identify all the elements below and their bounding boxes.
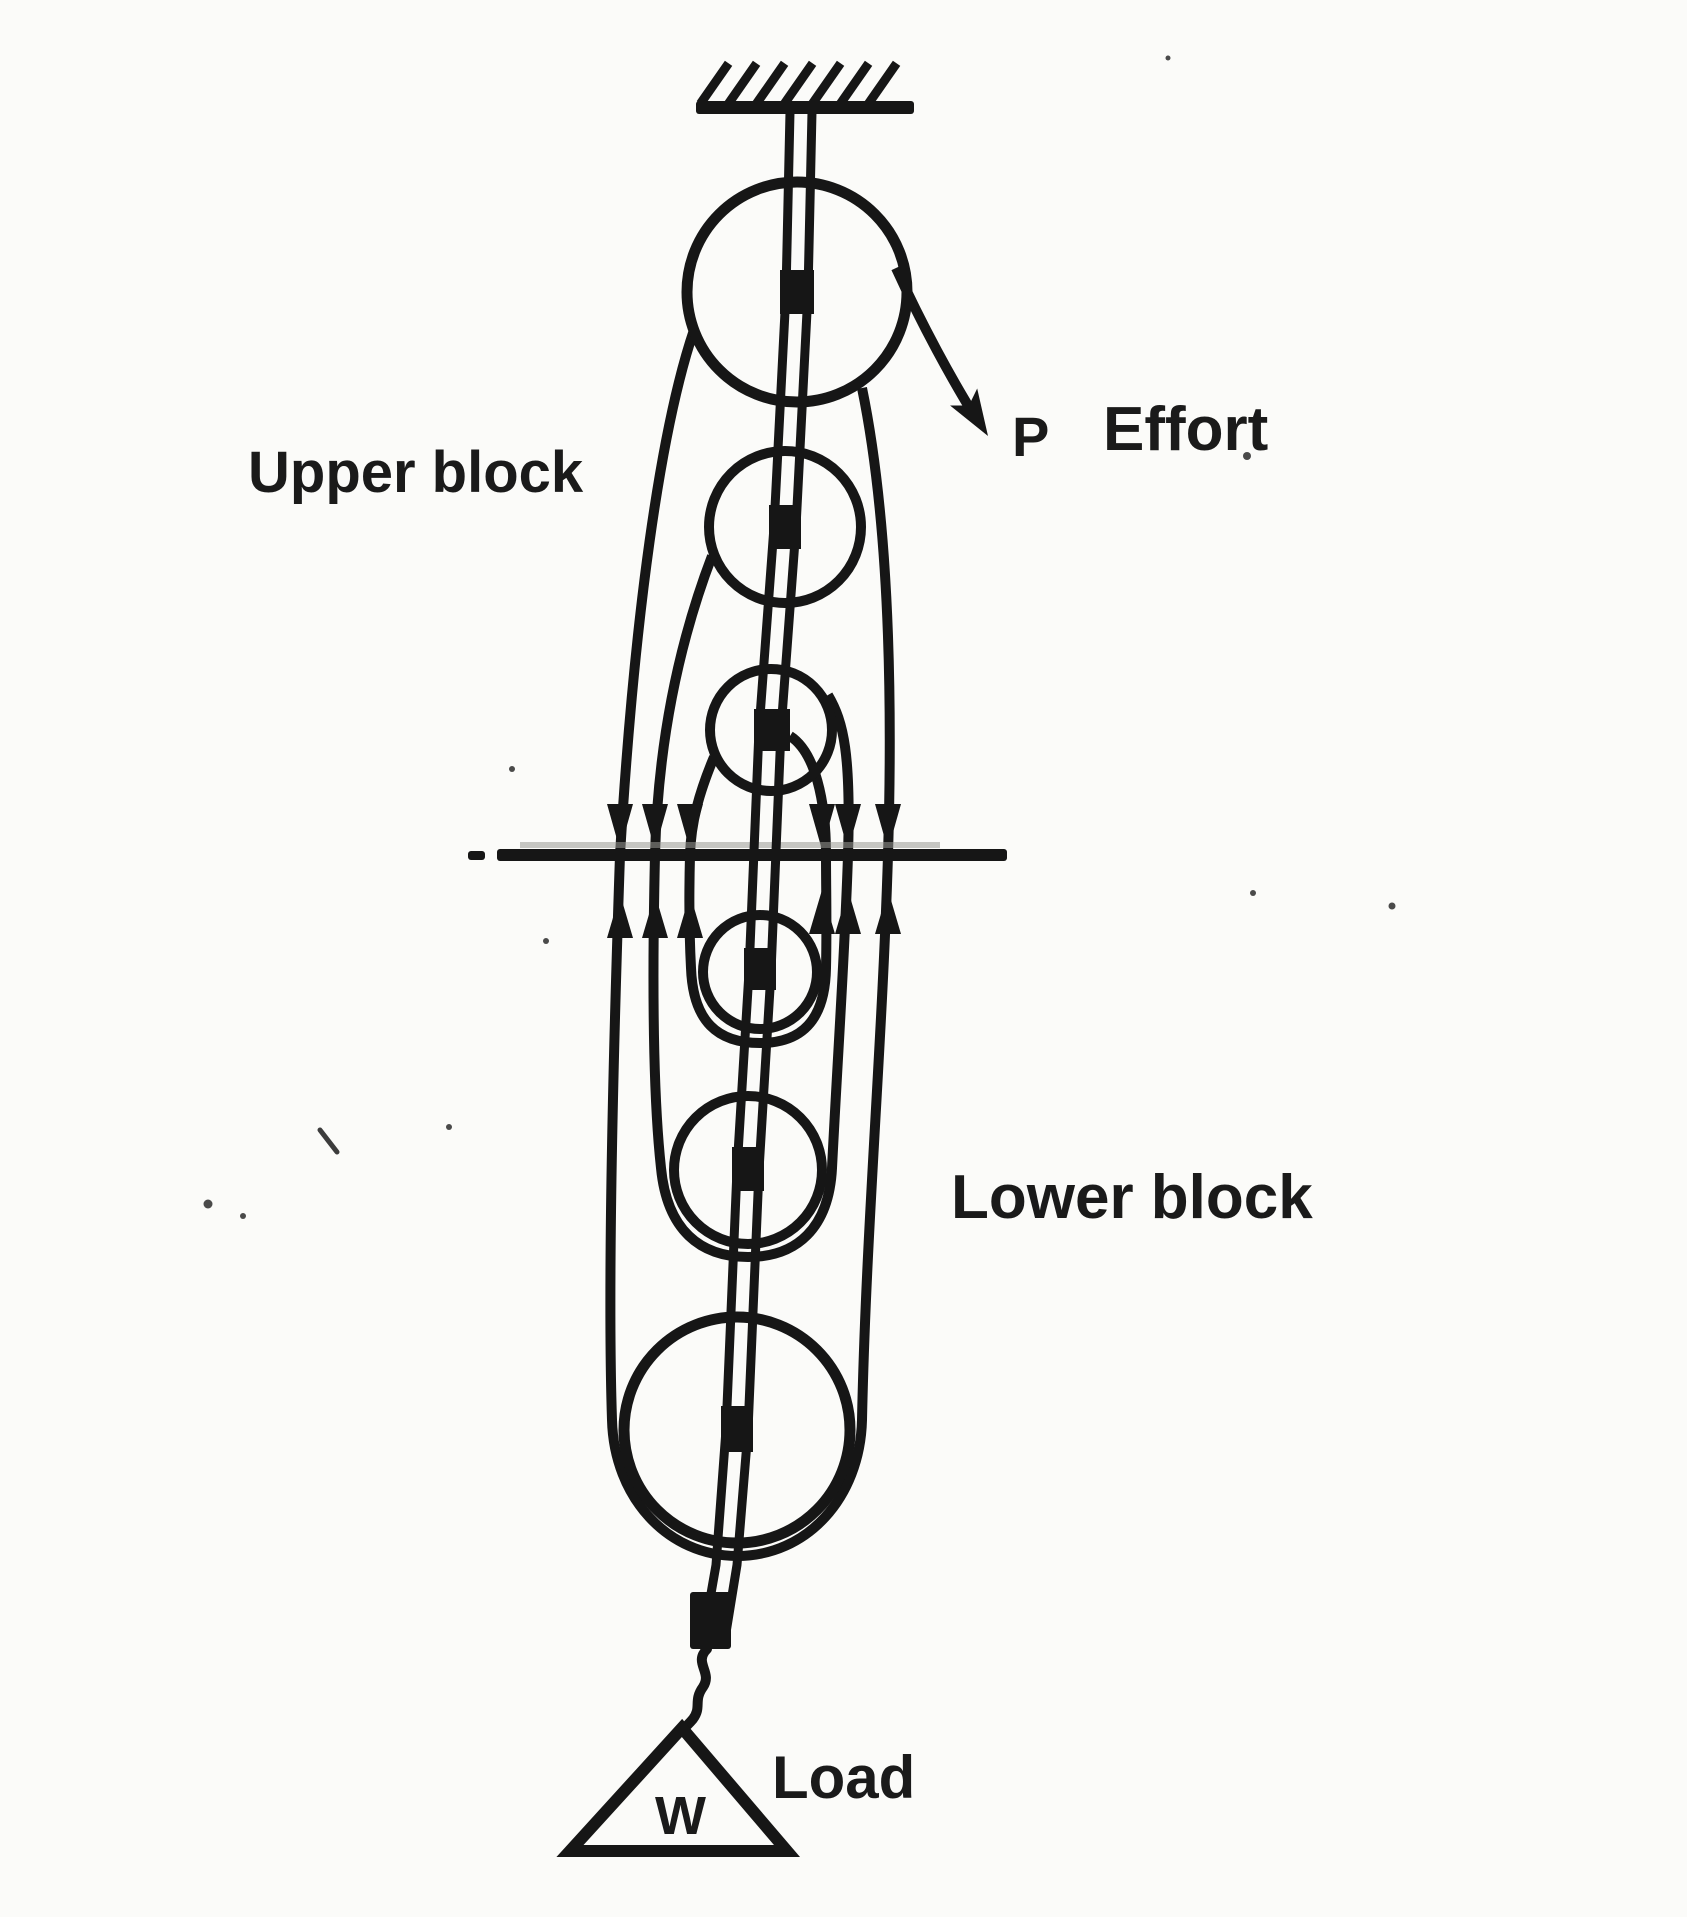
ceiling-hatch-marks — [696, 60, 901, 107]
up-arrow-icon — [835, 890, 861, 934]
load-symbol-label: W — [655, 1786, 706, 1846]
upper-pulley-2 — [704, 446, 866, 608]
down-arrow-icon — [835, 804, 861, 850]
ceiling-bar — [696, 101, 914, 114]
up-arrow-icon — [809, 890, 835, 934]
down-arrow-icon — [809, 804, 835, 850]
up-arrow-icon — [875, 890, 901, 934]
load-assembly — [556, 1644, 801, 1857]
down-arrow-icon — [677, 804, 703, 850]
load-triangle — [556, 1718, 801, 1857]
effort-label: Effort — [1103, 395, 1268, 464]
axle-blocks — [690, 270, 814, 1649]
upper-block-label: Upper block — [248, 440, 584, 505]
scan-speckles — [203, 55, 1396, 1219]
upper-pulley-3 — [705, 664, 837, 796]
up-arrow-icon — [607, 894, 633, 938]
lower-block-label: Lower block — [951, 1163, 1313, 1232]
hook-block — [690, 1592, 731, 1649]
down-arrow-icon — [607, 804, 633, 850]
rope-strands — [605, 265, 988, 1562]
up-arrow-icon — [677, 894, 703, 938]
lower-pulley-1 — [698, 910, 822, 1034]
up-arrow-icon — [642, 894, 668, 938]
axle-upper-3 — [754, 709, 790, 751]
section-line — [468, 842, 1007, 861]
axle-upper-1 — [780, 270, 814, 314]
effort-symbol-label: P — [1012, 405, 1049, 468]
block-strap — [697, 111, 817, 1646]
down-arrow-icon — [642, 804, 668, 850]
load-label: Load — [772, 1744, 915, 1811]
effort-arrowhead-icon — [950, 388, 988, 436]
axle-upper-2 — [769, 505, 801, 549]
lower-pulley-2 — [669, 1091, 827, 1249]
upper-block — [681, 176, 913, 796]
tension-arrows — [607, 804, 901, 938]
axle-lower-3 — [721, 1406, 753, 1452]
axle-lower-2 — [732, 1147, 764, 1191]
upper-pulley-1 — [681, 176, 913, 408]
ceiling-mount — [696, 60, 914, 114]
down-arrow-icon — [875, 804, 901, 850]
axle-lower-1 — [744, 948, 776, 990]
hook-squiggle — [678, 1644, 712, 1735]
diagram-labels: Upper block P Effort Lower block Load W — [248, 395, 1313, 1846]
